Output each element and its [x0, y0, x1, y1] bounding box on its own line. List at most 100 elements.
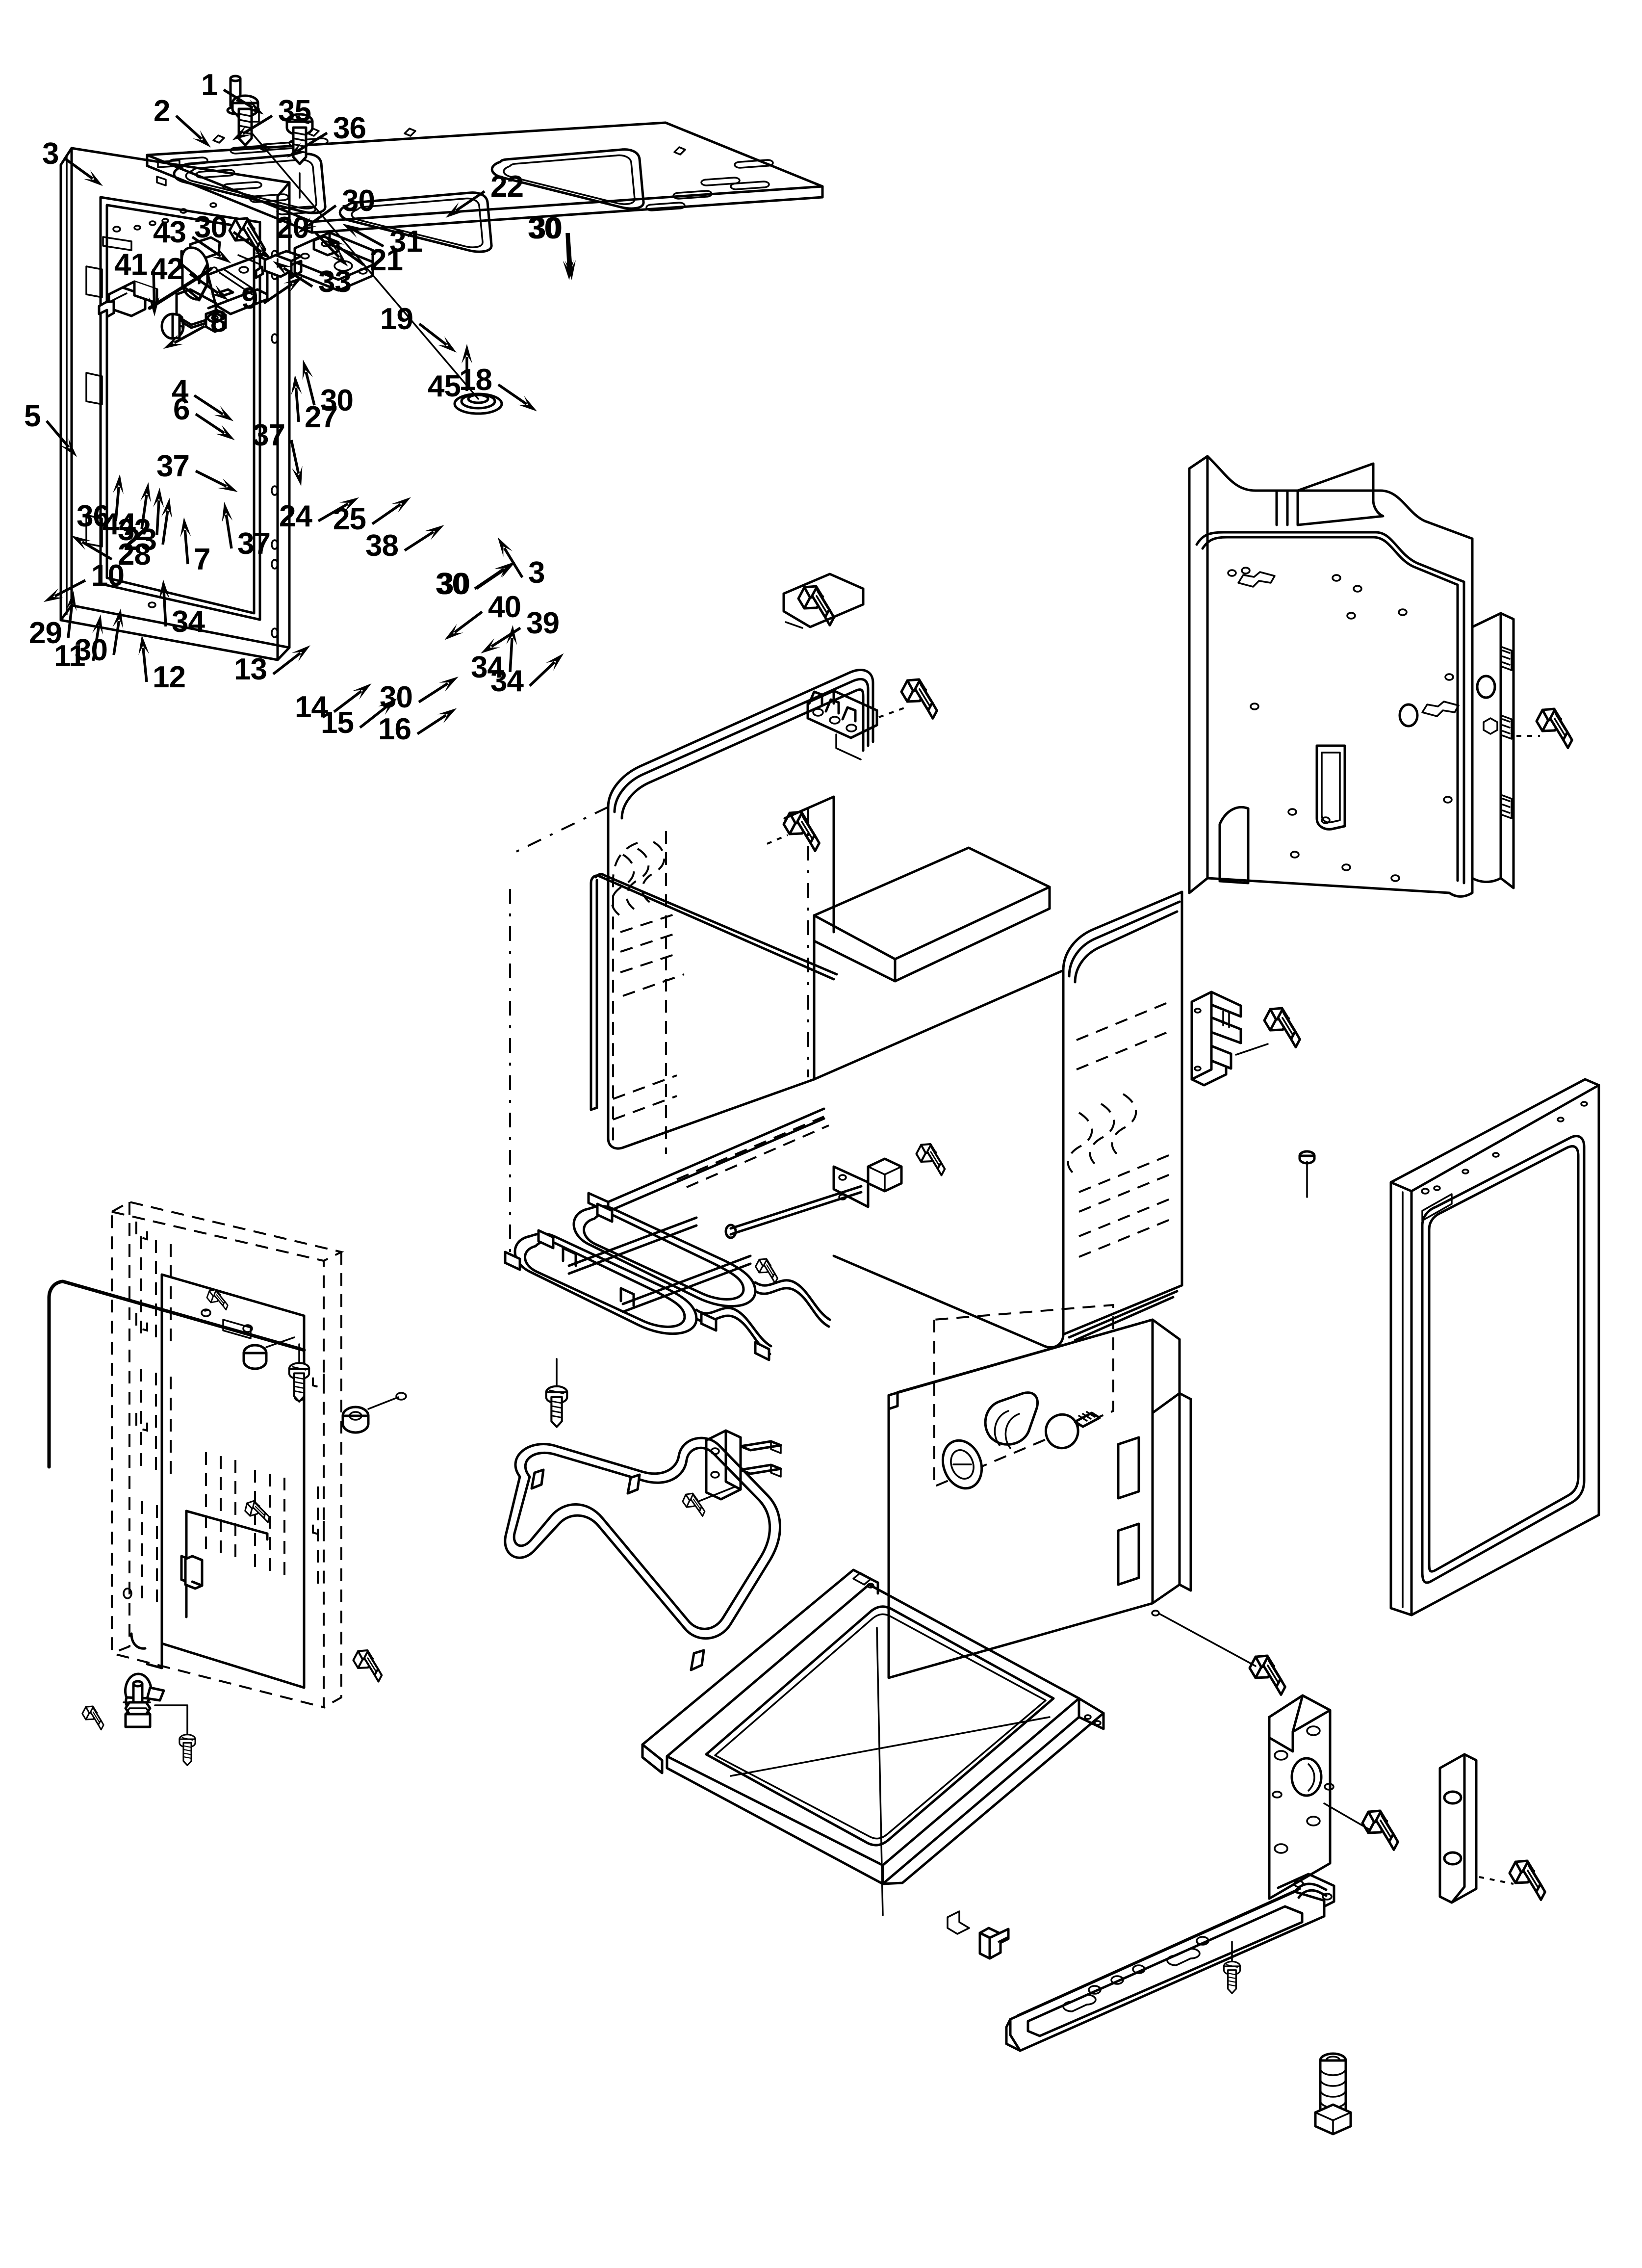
callout-number-25: 25 — [333, 502, 366, 536]
part-40-hinge-bracket — [1268, 1694, 1334, 1900]
callout-number-10: 10 — [91, 559, 125, 593]
part-23-push-nut — [341, 1392, 407, 1434]
part-37-screw-b — [546, 1386, 567, 1427]
callout-number-6: 6 — [173, 392, 190, 426]
callout-number-7: 7 — [194, 543, 210, 576]
callout-number-16: 16 — [378, 712, 411, 746]
callout-number-36: 36 — [333, 111, 366, 145]
part-39-retainer-plate — [1438, 1753, 1478, 1904]
part-3-door-frame-left — [59, 147, 291, 661]
callout-number-34: 34 — [490, 664, 524, 698]
callout-number-14: 14 — [295, 690, 328, 724]
part-30-screw-lockmotor — [226, 214, 274, 258]
callout-number-40: 40 — [488, 590, 521, 624]
callout-number-39: 39 — [526, 606, 560, 640]
part-11-leveling-leg — [123, 1672, 188, 1738]
callout-number-13: 13 — [234, 652, 267, 686]
callout-number-31: 31 — [389, 225, 423, 259]
callout-number-21: 21 — [370, 243, 403, 277]
callout-number-20: 20 — [276, 211, 309, 245]
callout-number-43: 43 — [153, 215, 186, 249]
part-31-screw — [898, 675, 946, 719]
part-30-screw-backpanel — [1533, 704, 1581, 748]
part-38-side-panel — [887, 1318, 1192, 1679]
callout-number-3: 3 — [42, 137, 59, 171]
callout-number-30: 30 — [194, 210, 228, 244]
part-3-door-frame-right — [1389, 1078, 1600, 1616]
part-30-screw-rail — [795, 582, 843, 626]
part-2-cooktop — [146, 121, 824, 415]
callout-number-30: 30 — [529, 211, 563, 245]
callout-number-32: 32 — [118, 513, 151, 547]
callout-number-37: 37 — [156, 449, 190, 483]
callout-number-33: 33 — [318, 265, 352, 299]
callout-number-30: 30 — [437, 567, 470, 601]
part-34-screw-b — [1506, 1856, 1554, 1900]
callout-number-12: 12 — [153, 660, 186, 694]
callout-number-30: 30 — [342, 184, 375, 218]
callout-number-30: 30 — [436, 567, 469, 601]
part-29-screw — [79, 1702, 110, 1731]
part-10-wire-clip — [184, 1555, 204, 1590]
part-30-screw-drawerrail — [1223, 1960, 1241, 1994]
part-30-screw-leg — [179, 1734, 196, 1766]
callout-number-8: 8 — [210, 305, 227, 339]
callout-number-34: 34 — [172, 605, 205, 639]
part-19-harness-bracket — [1190, 991, 1242, 1087]
callout-number-38: 38 — [365, 529, 399, 563]
callout-number-3: 3 — [528, 556, 545, 590]
callout-number-24: 24 — [279, 499, 312, 533]
callout-number-30: 30 — [528, 211, 561, 245]
callout-number-27: 27 — [305, 400, 338, 434]
callout-number-30: 30 — [75, 633, 108, 667]
callout-number-5: 5 — [24, 399, 41, 433]
part-30-screw-sidepanel — [1246, 1651, 1294, 1695]
callout-number-45: 45 — [428, 369, 461, 403]
part-4-trim-wire — [590, 873, 838, 1111]
callout-number-18: 18 — [459, 363, 492, 397]
callout-number-1: 1 — [201, 68, 218, 102]
callout-number-11: 11 — [54, 639, 86, 673]
part-7-broil-element — [504, 1429, 782, 1671]
part-6-bake-element — [504, 1202, 831, 1361]
part-37-screw-a — [752, 1255, 784, 1284]
callout-number-28: 28 — [118, 538, 151, 572]
callout-number-2: 2 — [154, 94, 170, 128]
oven-cavity — [509, 573, 1183, 1349]
part-34-screw-cavity — [350, 1646, 389, 1681]
callout-number-36: 36 — [77, 499, 110, 533]
part-30-screw-sensor — [913, 1140, 952, 1175]
part-44-grommet — [242, 1336, 295, 1370]
part-33-screw — [780, 808, 828, 851]
callout-number-30: 30 — [380, 680, 413, 714]
part-18-door-pin — [1298, 1150, 1316, 1198]
callout-number-4: 4 — [172, 374, 188, 408]
callout-number-35: 35 — [278, 94, 311, 128]
callout-number-30: 30 — [320, 384, 354, 417]
part-36-screw-top — [285, 113, 314, 199]
part-21-terminal-block — [806, 689, 878, 760]
part-16-leveling-foot — [1314, 2052, 1352, 2136]
part-41-strike-clip — [98, 280, 158, 318]
part-28-screw — [243, 1498, 273, 1523]
callout-number-29: 29 — [29, 616, 62, 650]
callout-number-23: 23 — [124, 523, 157, 557]
part-13-bottom-panel — [641, 1568, 1105, 1935]
part-37-screw-c — [680, 1490, 710, 1517]
part-45-screw — [1260, 1004, 1309, 1047]
part-25-light-assembly — [933, 1303, 1114, 1490]
callout-number-42: 42 — [151, 252, 184, 286]
callout-leaders — [43, 88, 576, 735]
part-27-temp-sensor — [724, 1157, 903, 1239]
callout-number-34: 34 — [471, 651, 504, 684]
callout-number-44: 44 — [103, 507, 136, 541]
part-5-insulation-wrap — [47, 1200, 344, 1709]
part-22-back-panel — [1188, 455, 1515, 898]
callout-number-37: 37 — [252, 418, 285, 452]
part-42-lock-rod — [148, 266, 218, 310]
callout-number-19: 19 — [380, 302, 413, 336]
callout-number-37: 37 — [237, 527, 271, 561]
callout-number-9: 9 — [241, 282, 258, 315]
